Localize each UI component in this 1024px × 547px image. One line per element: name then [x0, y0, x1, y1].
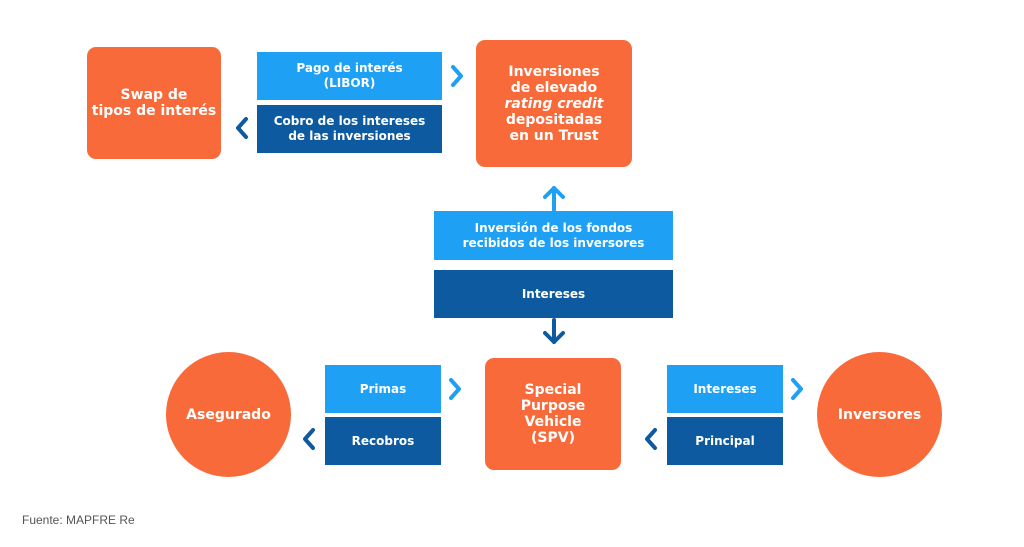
- node-trust: Inversiones de elevado rating credit dep…: [476, 40, 632, 167]
- flow-principal: Principal: [667, 417, 783, 465]
- node-inversores: Inversores: [817, 352, 942, 477]
- node-asegurado: Asegurado: [166, 352, 291, 477]
- arrow-left-icon: [236, 117, 248, 139]
- flow-primas: Primas: [325, 365, 441, 413]
- flow-recobros: Recobros: [325, 417, 441, 465]
- node-swap: Swap de tipos de interés: [87, 47, 221, 159]
- source-note: Fuente: MAPFRE Re: [22, 513, 135, 527]
- arrow-left-icon: [645, 428, 657, 450]
- flow-pago-interes: Pago de interés (LIBOR): [257, 52, 442, 100]
- flow-intereses-right: Intereses: [667, 365, 783, 413]
- node-spv: Special Purpose Vehicle (SPV): [485, 358, 621, 470]
- arrow-right-icon: [449, 378, 461, 400]
- flow-cobro-intereses: Cobro de los intereses de las inversione…: [257, 105, 442, 153]
- flow-inversion-fondos: Inversión de los fondos recibidos de los…: [434, 211, 673, 260]
- arrow-right-icon: [451, 65, 463, 87]
- flow-intereses-center: Intereses: [434, 270, 673, 318]
- arrow-right-icon: [791, 378, 803, 400]
- arrow-left-icon: [303, 428, 315, 450]
